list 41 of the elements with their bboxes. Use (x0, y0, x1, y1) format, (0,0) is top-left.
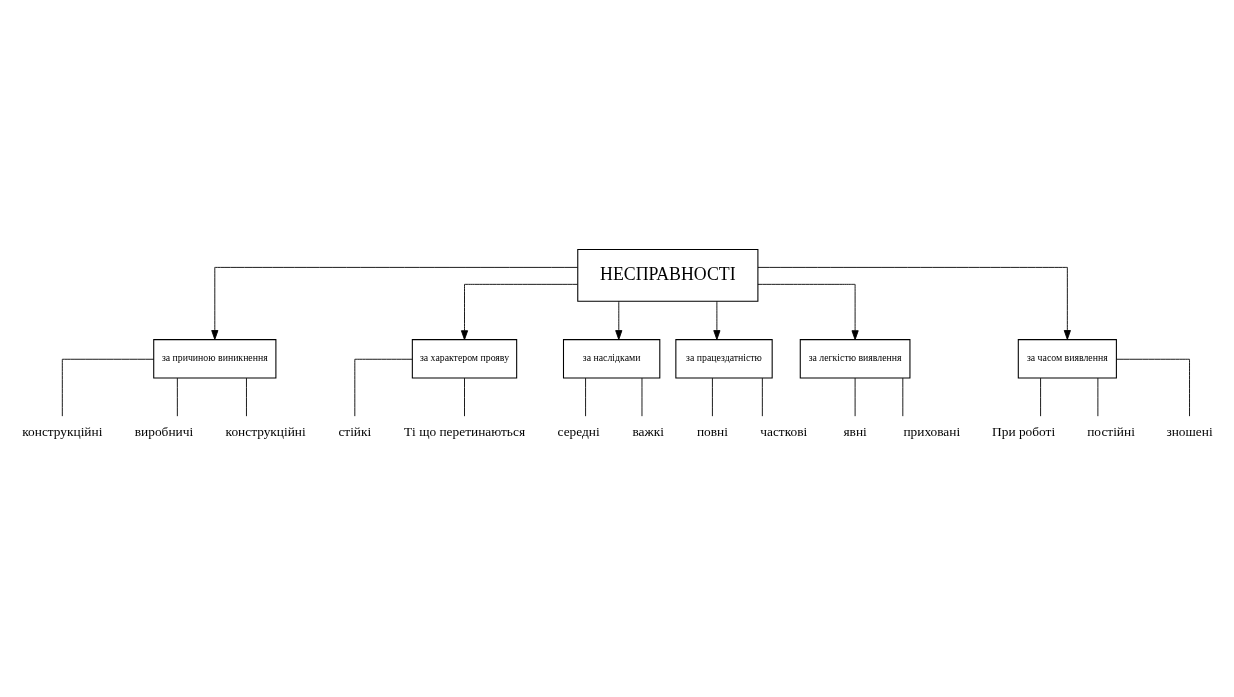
connector (902, 377, 904, 417)
node-text: конструкційні (225, 423, 306, 438)
arrow (757, 266, 1071, 340)
node-text: явні (843, 423, 867, 438)
connector (1116, 358, 1190, 417)
arrow (460, 283, 578, 340)
connector (761, 377, 763, 417)
arrow (615, 300, 623, 340)
arrow (211, 266, 578, 340)
connector (641, 377, 643, 417)
node-box: за наслідками (562, 338, 661, 378)
node-text: Ті що перетинаються (403, 423, 526, 438)
node-box: за часом виявлення (1017, 338, 1117, 378)
arrow (713, 300, 721, 340)
node-box: за легкістю виявлення (799, 338, 911, 378)
connector (246, 377, 247, 417)
connector (176, 377, 178, 417)
node-text: стійкі (338, 423, 372, 438)
node-text: середні (557, 423, 600, 438)
node-text: При роботі (992, 423, 1056, 438)
node-text: повні (696, 423, 728, 438)
connector (464, 377, 465, 417)
connector (585, 377, 586, 417)
connector (1040, 377, 1042, 417)
node-box: за працездатністю (675, 338, 773, 378)
connector (711, 377, 713, 417)
node-box: за причиною виникнення (153, 338, 277, 378)
node-text: конструкційні (22, 423, 103, 438)
connector (61, 358, 155, 417)
connector (354, 358, 413, 417)
node-text: часткові (760, 423, 808, 438)
node-box: НЕСПРАВНОСТІ (577, 248, 759, 302)
node-text: виробничі (134, 423, 194, 438)
node-text: приховані (903, 423, 961, 438)
node-text: важкі (632, 423, 664, 438)
arrow (757, 283, 859, 340)
connector (1097, 377, 1099, 417)
node-box: за характером прояву (411, 338, 518, 378)
node-text: постійні (1087, 423, 1135, 438)
connector (854, 377, 856, 417)
node-text: зношені (1166, 423, 1213, 438)
